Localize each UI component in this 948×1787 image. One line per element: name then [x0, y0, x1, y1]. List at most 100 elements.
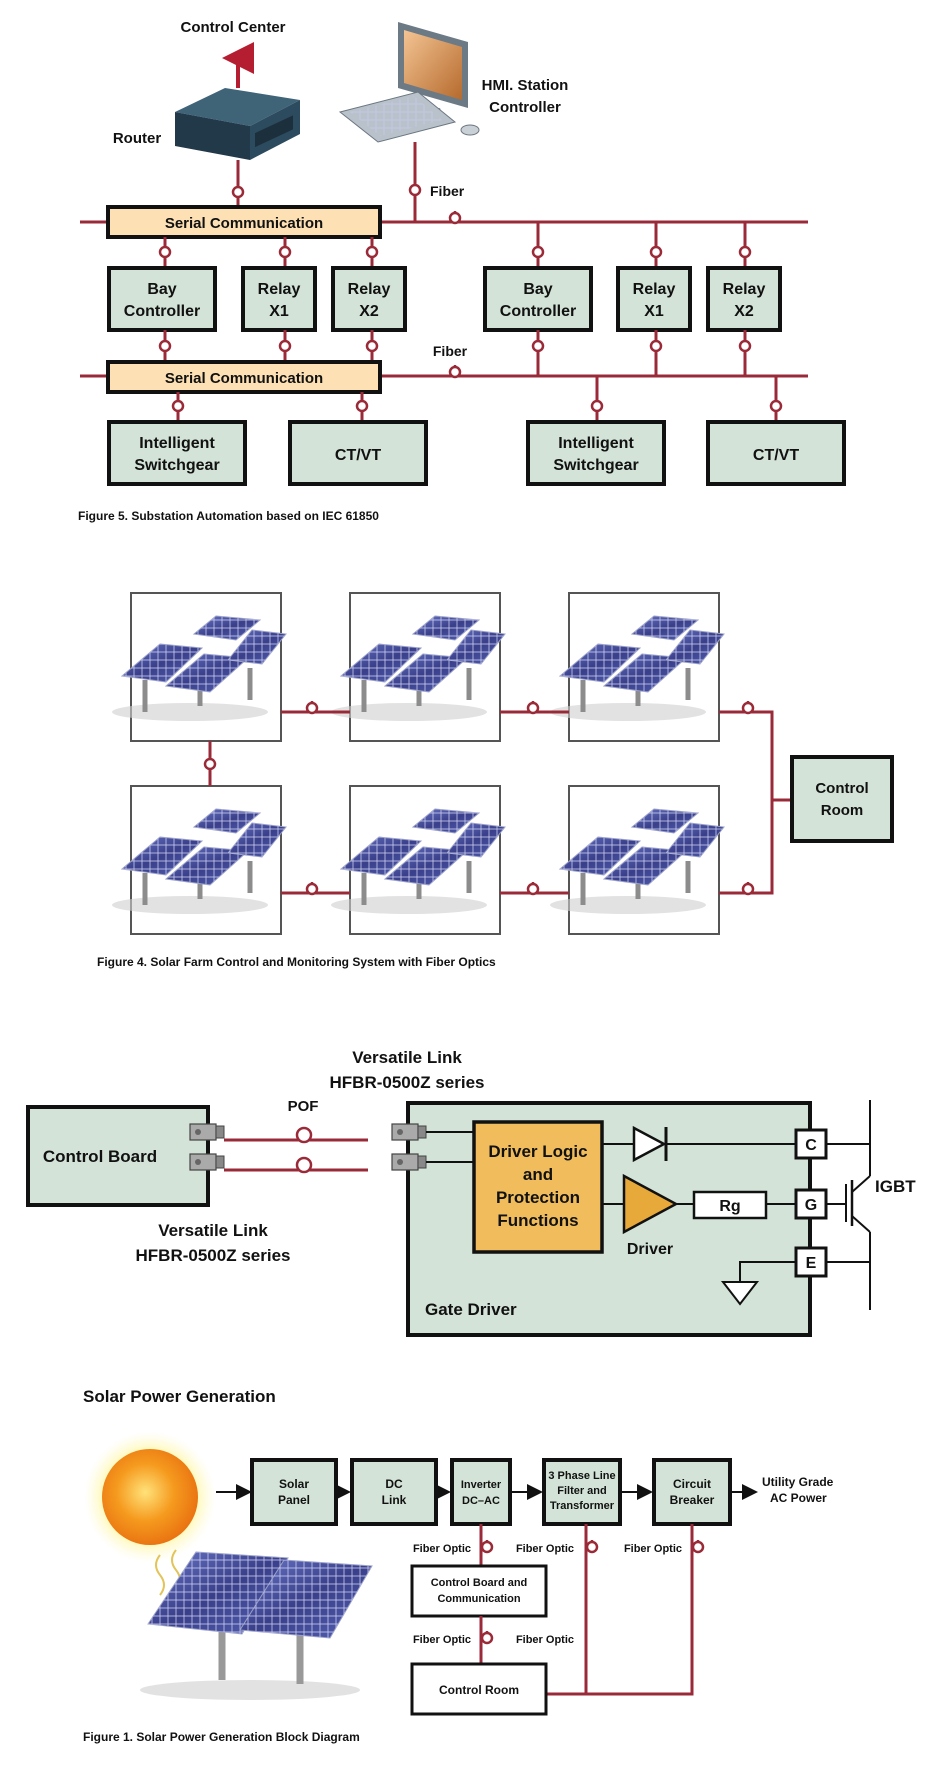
- solar-panel-icon-5: [331, 809, 505, 914]
- solar-frame-2: [349, 592, 501, 742]
- relay-x1-2: [616, 266, 692, 332]
- ground-icon: [720, 1281, 760, 1306]
- bay-controller-1: [107, 266, 217, 332]
- driver-label: Driver: [627, 1241, 673, 1258]
- circuit-breaker-label2: Breaker: [670, 1493, 715, 1507]
- bay-controller-1-label1: Bay: [147, 281, 176, 298]
- circuit-breaker-box: [652, 1458, 732, 1526]
- figure1-caption: Figure 1. Solar Power Generation Block D…: [83, 1730, 360, 1744]
- solar-frame-3: [568, 592, 720, 742]
- solar-panel-icon-2: [331, 616, 505, 721]
- relay-x2-1-label1: Relay: [348, 281, 391, 298]
- cbc-label1: Control Board and: [431, 1577, 528, 1589]
- solar-panel-icon-4: [112, 809, 286, 914]
- dc-link-label1: DC: [385, 1477, 403, 1491]
- driver-amplifier-icon: [622, 1173, 679, 1235]
- relay-x2-2-label1: Relay: [723, 281, 766, 298]
- control-room-box-fig1: [410, 1662, 548, 1716]
- utility-label2: AC Power: [770, 1491, 827, 1505]
- utility-label1: Utility Grade: [762, 1475, 834, 1489]
- ct-vt-1-label: CT/VT: [335, 447, 381, 464]
- serial-communication-bottom-label: Serial Communication: [165, 370, 323, 387]
- fiber-label-mid: Fiber: [433, 343, 468, 359]
- terminal-e-label: E: [806, 1255, 817, 1272]
- switchgear-2-label2: Switchgear: [553, 457, 638, 474]
- solar-panel-box-label2: Panel: [278, 1493, 310, 1507]
- filter-label1: 3 Phase Line: [548, 1470, 615, 1482]
- control-room-label2: Room: [821, 802, 864, 819]
- bay-controller-2: [483, 266, 593, 332]
- relay-x2-2: [706, 266, 782, 332]
- switchgear-1-label2: Switchgear: [134, 457, 219, 474]
- fiber-label-top: Fiber: [430, 183, 465, 199]
- solar-frame-1: [130, 592, 282, 742]
- router-label: Router: [113, 130, 161, 147]
- figure4-caption: Figure 4. Solar Farm Control and Monitor…: [97, 955, 496, 969]
- switchgear-1-label1: Intelligent: [139, 435, 215, 452]
- filter-label2: Filter and: [557, 1485, 607, 1497]
- serial-communication-bottom: [106, 360, 382, 394]
- control-board-communication-box: [410, 1564, 548, 1618]
- relay-x1-1-label2: X1: [269, 303, 289, 320]
- ct-vt-2: [706, 420, 846, 486]
- versatile-link-bottom-label2: HFBR-0500Z series: [136, 1246, 291, 1265]
- versatile-link-top-label1: Versatile Link: [352, 1048, 462, 1067]
- bay-controller-1-label2: Controller: [124, 303, 200, 320]
- dc-link-box: [350, 1458, 438, 1526]
- solar-power-heading: Solar Power Generation: [83, 1387, 276, 1406]
- ct-vt-1: [288, 420, 428, 486]
- rg-label: Rg: [719, 1198, 740, 1215]
- gate-driver-figure: Versatile Link HFBR-0500Z series POF Con…: [26, 1048, 916, 1337]
- fiber-optic-label-5: Fiber Optic: [516, 1634, 574, 1646]
- diode-icon: [632, 1125, 667, 1163]
- figure1-solar-power: Solar Power Generation Solar Panel DC Li…: [83, 1387, 834, 1744]
- versatile-link-bottom-label1: Versatile Link: [158, 1221, 268, 1240]
- control-room-fig1-label: Control Room: [439, 1683, 519, 1697]
- filter-label3: Transformer: [550, 1500, 615, 1512]
- pof-label: POF: [288, 1098, 319, 1115]
- serial-communication-top-label: Serial Communication: [165, 215, 323, 232]
- router-icon: [175, 88, 300, 160]
- driver-logic-label4: Functions: [497, 1211, 578, 1230]
- terminal-c-label: C: [805, 1137, 817, 1154]
- pof-fiber-marker-2: [295, 1156, 313, 1174]
- solar-panel-icon-6: [550, 809, 724, 914]
- relay-x2-1-label2: X2: [359, 303, 379, 320]
- control-center-label: Control Center: [181, 19, 286, 36]
- driver-logic-box: [472, 1120, 604, 1254]
- relay-x1-2-label2: X1: [644, 303, 664, 320]
- cbc-label2: Communication: [437, 1593, 520, 1605]
- fiber-optic-label-4: Fiber Optic: [413, 1634, 471, 1646]
- figure5-substation: Control Center Router HMI. Station Contr…: [78, 19, 846, 523]
- ct-vt-2-label: CT/VT: [753, 447, 799, 464]
- solar-panel-icon: [140, 1551, 373, 1700]
- bay-controller-2-label2: Controller: [500, 303, 576, 320]
- solar-panel-box-label1: Solar: [279, 1477, 309, 1491]
- relay-x1-1-label1: Relay: [258, 281, 301, 298]
- driver-logic-label3: Protection: [496, 1188, 580, 1207]
- solar-frame-5: [349, 785, 501, 935]
- fiber-optic-label-1: Fiber Optic: [413, 1543, 471, 1555]
- control-board-label: Control Board: [43, 1147, 157, 1166]
- hmi-computer-icon: [338, 22, 480, 143]
- igbt-icon: [826, 1100, 871, 1310]
- relay-x1-1: [241, 266, 317, 332]
- intelligent-switchgear-2: [526, 420, 666, 486]
- inverter-box: [450, 1458, 512, 1526]
- inverter-label1: Inverter: [461, 1479, 502, 1491]
- dc-link-label2: Link: [382, 1493, 407, 1507]
- versatile-link-top-label2: HFBR-0500Z series: [330, 1073, 485, 1092]
- fiber-optic-label-3: Fiber Optic: [624, 1543, 682, 1555]
- fiber-optic-label-2: Fiber Optic: [516, 1543, 574, 1555]
- relay-x2-1: [331, 266, 407, 332]
- gate-driver-label: Gate Driver: [425, 1300, 517, 1319]
- driver-logic-label1: Driver Logic: [488, 1142, 587, 1161]
- relay-x2-2-label2: X2: [734, 303, 754, 320]
- driver-logic-label2: and: [523, 1165, 553, 1184]
- inverter-label2: DC–AC: [462, 1495, 500, 1507]
- sun-icon: [84, 1431, 216, 1596]
- figure4-solar-farm: Control Room Figure 4. Solar Farm Contro…: [97, 592, 894, 969]
- bay-controller-2-label1: Bay: [523, 281, 552, 298]
- hmi-label-line1: HMI. Station: [482, 77, 569, 94]
- circuit-breaker-label1: Circuit: [673, 1477, 711, 1491]
